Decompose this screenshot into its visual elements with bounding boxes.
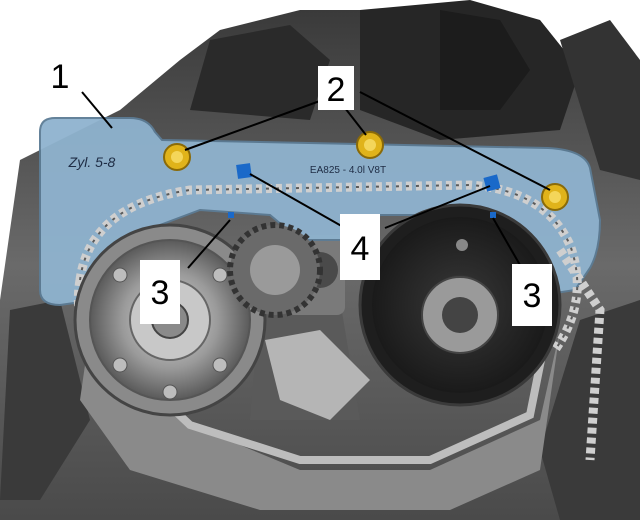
- bolt-center: [356, 131, 384, 159]
- sprocket-mark-left: [228, 212, 234, 218]
- leader-3-right: [492, 217, 521, 266]
- callout-1: 1: [51, 58, 70, 96]
- bolts: [163, 131, 569, 211]
- leader-1: [81, 91, 113, 129]
- leader-3-left: [187, 219, 231, 269]
- callout-4: 4: [351, 230, 370, 268]
- bolt-right: [541, 183, 569, 211]
- callout-3-left: 3: [151, 274, 170, 312]
- callouts: 1 2 3 4 3: [51, 58, 552, 326]
- leader-2c: [359, 91, 551, 191]
- model-label: EA825 - 4.0l V8T: [310, 165, 386, 176]
- leader-4a: [249, 173, 346, 229]
- right-camshaft-sprocket: [358, 203, 562, 407]
- callout-2: 2: [327, 71, 346, 109]
- leader-2b: [344, 107, 367, 136]
- cylinder-label: Zyl. 5-8: [68, 154, 116, 170]
- idler-gear: [227, 222, 323, 318]
- marker-left: [236, 163, 252, 179]
- leader-2a: [184, 97, 329, 151]
- bolt-left: [163, 143, 191, 171]
- leader-4b: [384, 185, 491, 229]
- callout-3-right: 3: [523, 277, 542, 315]
- leader-lines: [81, 91, 551, 269]
- sprocket-mark-right: [490, 212, 496, 218]
